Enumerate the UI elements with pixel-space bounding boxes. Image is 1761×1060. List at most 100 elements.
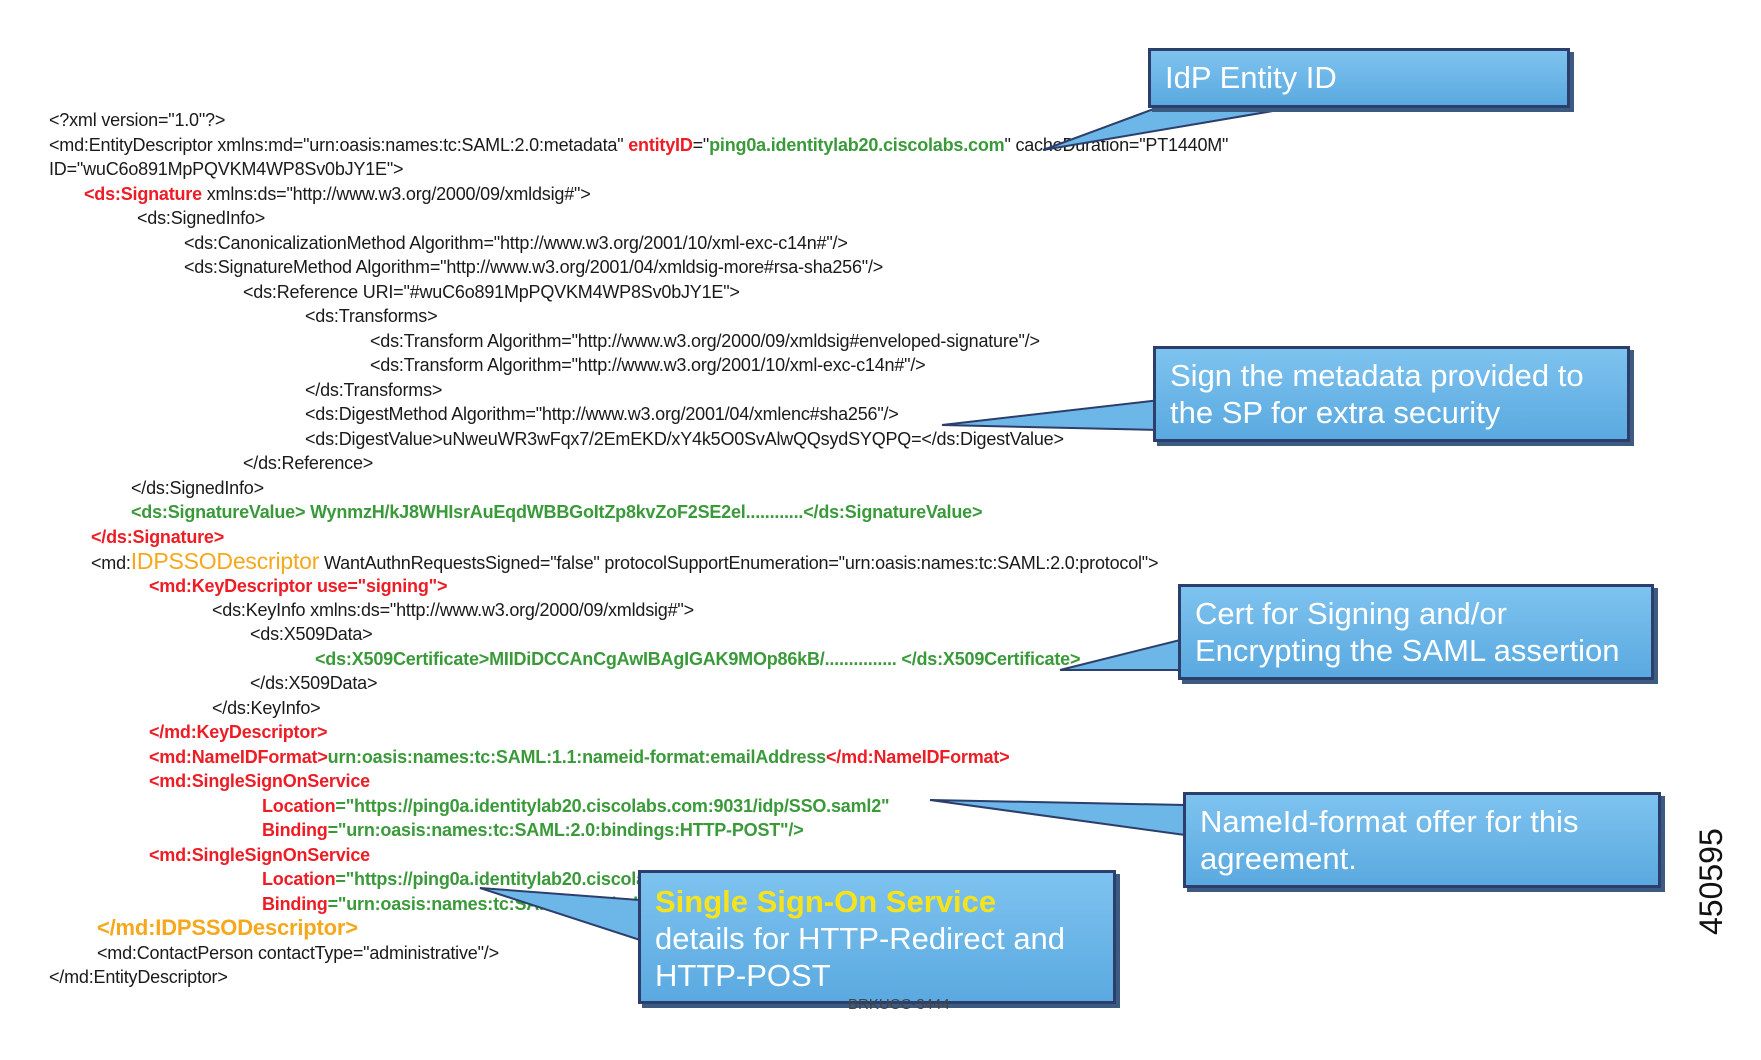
xml-line: <ds:Reference URI="#wuC6o891MpPQVKM4WP8S… bbox=[243, 281, 740, 303]
xml-token: <ds:Signature bbox=[84, 184, 202, 204]
xml-token: </md:IDPSSODescriptor> bbox=[97, 915, 358, 940]
xml-token: </ds:X509Data> bbox=[250, 673, 378, 693]
footer-session-code: BRKUCC-3444 bbox=[848, 996, 950, 1013]
xml-line: <ds:SignedInfo> bbox=[137, 207, 265, 229]
callout-nameid-format-text: NameId-format offer for this agreement. bbox=[1200, 804, 1579, 876]
xml-token: <md:SingleSignOnService bbox=[149, 771, 370, 791]
callout-sso-title: Single Sign-On Service bbox=[655, 884, 997, 919]
figure-id: 450595 bbox=[1693, 828, 1729, 935]
xml-token: </ds:Transforms> bbox=[305, 380, 443, 400]
xml-token: <ds:SignatureValue> WynmzH/kJ8WHIsrAuEqd… bbox=[131, 502, 983, 522]
xml-line: <ds:Signature xmlns:ds="http://www.w3.or… bbox=[84, 183, 591, 205]
xml-token: </ds:SignedInfo> bbox=[131, 478, 264, 498]
xml-token: </ds:Reference> bbox=[243, 453, 374, 473]
xml-token: WantAuthnRequestsSigned="false" protocol… bbox=[319, 553, 1159, 573]
xml-line: <md:SingleSignOnService bbox=[149, 844, 370, 866]
xml-line: <ds:X509Data> bbox=[250, 623, 373, 645]
xml-line: <ds:DigestMethod Algorithm="http://www.w… bbox=[305, 403, 899, 425]
callout-signature-text: Sign the metadata provided to the SP for… bbox=[1170, 358, 1584, 430]
xml-token: ping0a.identitylab20.ciscolabs.com bbox=[709, 135, 1005, 155]
pointer-signature bbox=[941, 398, 1161, 432]
xml-token: xmlns:ds="http://www.w3.org/2000/09/xmld… bbox=[201, 184, 591, 204]
xml-token: <ds:X509Data> bbox=[250, 624, 373, 644]
xml-line: <ds:Transform Algorithm="http://www.w3.o… bbox=[370, 330, 1040, 352]
xml-token: <ds:SignatureMethod Algorithm="http://ww… bbox=[184, 257, 884, 277]
callout-sso-service: Single Sign-On Service details for HTTP-… bbox=[638, 870, 1116, 1004]
xml-token: </ds:Signature> bbox=[91, 527, 225, 547]
xml-line: <ds:SignatureMethod Algorithm="http://ww… bbox=[184, 256, 883, 278]
xml-token: <md:KeyDescriptor use="signing"> bbox=[149, 576, 448, 596]
xml-line: </ds:Reference> bbox=[243, 452, 373, 474]
xml-token: <ds:Reference URI="#wuC6o891MpPQVKM4WP8S… bbox=[243, 282, 740, 302]
xml-token: " cacheDuration="PT1440M" bbox=[1004, 135, 1229, 155]
xml-token: <md: bbox=[91, 553, 131, 573]
xml-line: <ds:Transforms> bbox=[305, 305, 438, 327]
xml-line: <ds:X509Certificate>MIIDiDCCAnCgAwIBAgIG… bbox=[315, 648, 1080, 670]
xml-token: <md:EntityDescriptor xmlns:md="urn:oasis… bbox=[49, 135, 629, 155]
xml-token: IDPSSODescriptor bbox=[130, 548, 320, 574]
xml-token: <ds:DigestMethod Algorithm="http://www.w… bbox=[305, 404, 899, 424]
xml-line: </ds:Transforms> bbox=[305, 379, 442, 401]
xml-token: <md:ContactPerson contactType="administr… bbox=[97, 943, 499, 963]
pointer-cert bbox=[1059, 638, 1181, 671]
callout-sso-body: details for HTTP-Redirect and HTTP-POST bbox=[655, 921, 1066, 993]
xml-token: urn:oasis:names:tc:SAML:1.1:nameid-forma… bbox=[327, 747, 827, 767]
xml-line: <ds:CanonicalizationMethod Algorithm="ht… bbox=[184, 232, 848, 254]
xml-line: <md:ContactPerson contactType="administr… bbox=[97, 942, 499, 964]
xml-line: <md:KeyDescriptor use="signing"> bbox=[149, 575, 447, 597]
xml-token: </ds:KeyInfo> bbox=[212, 698, 321, 718]
xml-token: <ds:X509Certificate>MIIDiDCCAnCgAwIBAgIG… bbox=[315, 649, 1081, 669]
xml-token: <md:NameIDFormat> bbox=[149, 747, 328, 767]
xml-line: <ds:DigestValue>uNweuWR3wFqx7/2EmEKD/xY4… bbox=[305, 428, 1064, 450]
xml-line: <md:SingleSignOnService bbox=[149, 770, 370, 792]
xml-token: ID="wuC6o891MpPQVKM4WP8Sv0bJY1E"> bbox=[49, 159, 404, 179]
xml-line: </md:EntityDescriptor> bbox=[49, 966, 228, 988]
xml-token: <ds:SignedInfo> bbox=[137, 208, 266, 228]
xml-token: </md:KeyDescriptor> bbox=[149, 722, 328, 742]
xml-token: <ds:Transform Algorithm="http://www.w3.o… bbox=[370, 355, 926, 375]
xml-token: <ds:KeyInfo xmlns:ds="http://www.w3.org/… bbox=[212, 600, 694, 620]
xml-line: <?xml version="1.0"?> bbox=[49, 109, 225, 131]
xml-token: ="urn:oasis:names:tc:SAML:2.0:bindings:H… bbox=[327, 820, 804, 840]
xml-line: Location="https://ping0a.identitylab20.c… bbox=[262, 795, 890, 817]
callout-idp-entity-id-text: IdP Entity ID bbox=[1165, 60, 1337, 95]
xml-token: <ds:Transform Algorithm="http://www.w3.o… bbox=[370, 331, 1040, 351]
xml-token: <ds:Transforms> bbox=[305, 306, 438, 326]
xml-token: Binding bbox=[262, 894, 328, 914]
xml-token: entityID bbox=[628, 135, 693, 155]
xml-line: <md:NameIDFormat>urn:oasis:names:tc:SAML… bbox=[149, 746, 1010, 768]
xml-line: </md:KeyDescriptor> bbox=[149, 721, 327, 743]
xml-token: <ds:DigestValue>uNweuWR3wFqx7/2EmEKD/xY4… bbox=[305, 429, 1064, 449]
xml-line: <ds:Transform Algorithm="http://www.w3.o… bbox=[370, 354, 926, 376]
xml-line: </ds:Signature> bbox=[91, 526, 224, 548]
xml-token: </md:EntityDescriptor> bbox=[49, 967, 228, 987]
xml-token: ="https://ping0a.identitylab20.ciscolabs… bbox=[335, 796, 890, 816]
pointer-sso bbox=[479, 887, 641, 942]
callout-cert-text: Cert for Signing and/or Encrypting the S… bbox=[1195, 596, 1620, 668]
xml-token: <ds:CanonicalizationMethod Algorithm="ht… bbox=[184, 233, 848, 253]
xml-token: <?xml version="1.0"?> bbox=[49, 110, 226, 130]
xml-line: <ds:SignatureValue> WynmzH/kJ8WHIsrAuEqd… bbox=[131, 501, 982, 523]
pointer-nameid bbox=[929, 799, 1186, 837]
xml-token: Location bbox=[262, 796, 336, 816]
xml-token: <md:SingleSignOnService bbox=[149, 845, 370, 865]
xml-line: </ds:SignedInfo> bbox=[131, 477, 264, 499]
callout-cert: Cert for Signing and/or Encrypting the S… bbox=[1178, 584, 1654, 680]
callout-signature: Sign the metadata provided to the SP for… bbox=[1153, 346, 1630, 442]
xml-line: <md:EntityDescriptor xmlns:md="urn:oasis… bbox=[49, 134, 1228, 156]
xml-token: </md:NameIDFormat> bbox=[825, 747, 1010, 767]
xml-token: =" bbox=[692, 135, 710, 155]
xml-line: </md:IDPSSODescriptor> bbox=[97, 917, 358, 940]
xml-line: <ds:KeyInfo xmlns:ds="http://www.w3.org/… bbox=[212, 599, 694, 621]
xml-line: Binding="urn:oasis:names:tc:SAML:2.0:bin… bbox=[262, 819, 804, 841]
callout-idp-entity-id: IdP Entity ID bbox=[1148, 48, 1570, 108]
xml-line: <md:IDPSSODescriptor WantAuthnRequestsSi… bbox=[91, 548, 1159, 574]
pointer-entity-id bbox=[1042, 102, 1321, 151]
xml-line: ID="wuC6o891MpPQVKM4WP8Sv0bJY1E"> bbox=[49, 158, 404, 180]
xml-line: </ds:KeyInfo> bbox=[212, 697, 321, 719]
callout-nameid-format: NameId-format offer for this agreement. bbox=[1183, 792, 1661, 888]
xml-token: Binding bbox=[262, 820, 328, 840]
xml-line: </ds:X509Data> bbox=[250, 672, 377, 694]
